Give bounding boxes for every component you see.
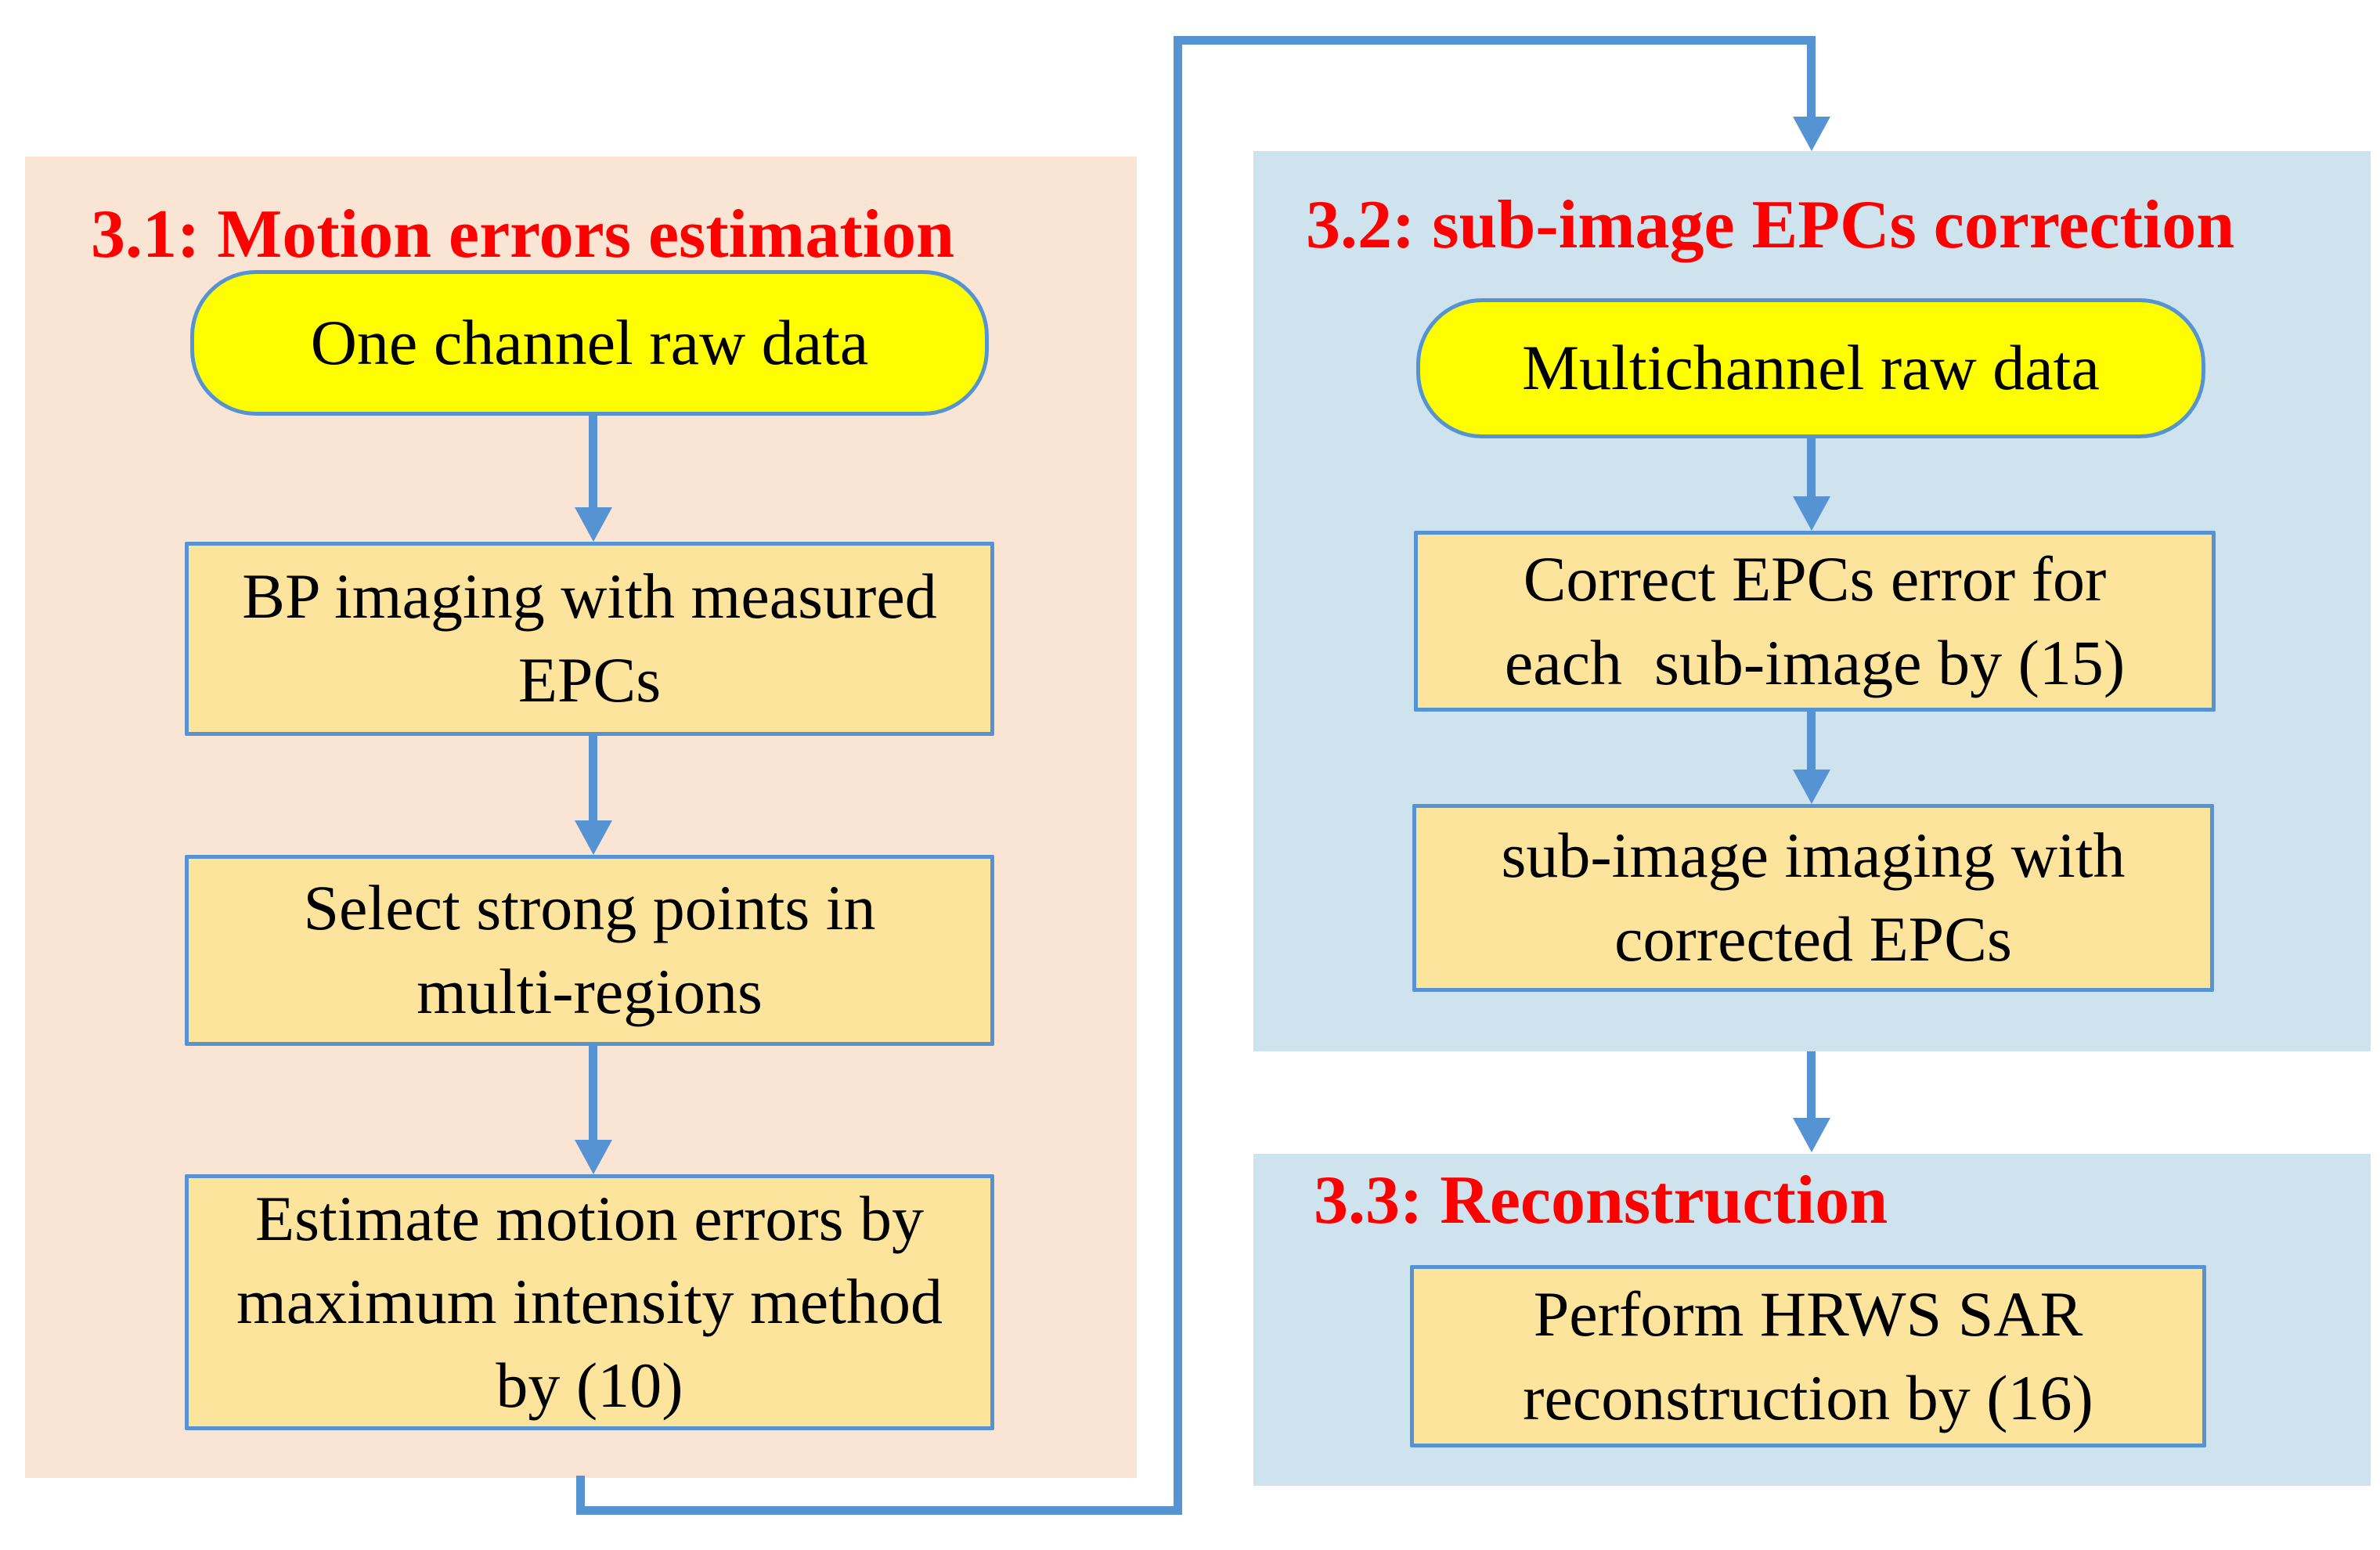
arrow-select-to-estimate-head-icon: [575, 1140, 612, 1174]
node-multichannel-raw-data: Multichannel raw data: [1416, 298, 2205, 438]
node-one-channel-raw-data: One channel raw data: [190, 270, 989, 416]
node-bp-imaging-label: BP imaging with measured EPCs: [242, 561, 937, 716]
arrow-correct-to-subimage-head-icon: [1793, 770, 1830, 804]
arrow-onechannel-to-bp-shaft: [589, 414, 597, 510]
arrow-onechannel-to-bp-head-icon: [575, 507, 612, 542]
loop-connector-entry-shaft: [1807, 39, 1816, 117]
node-estimate-motion-errors-label: Estimate motion errors by maximum intens…: [236, 1182, 943, 1421]
node-select-strong-points: Select strong points in multi-regions: [185, 855, 994, 1046]
arrow-multichannel-to-correct-head-icon: [1793, 496, 1830, 531]
loop-connector-bottom-segment: [576, 1506, 1182, 1515]
node-perform-hrws-reconstruction: Perform HRWS SAR reconstruction by (16): [1410, 1265, 2206, 1447]
arrow-correction-to-reconstruction-head-icon: [1793, 1118, 1830, 1152]
node-estimate-motion-errors: Estimate motion errors by maximum intens…: [185, 1174, 994, 1430]
arrow-bp-to-select-shaft: [589, 736, 597, 822]
loop-connector-rise-segment: [1174, 36, 1182, 1515]
node-bp-imaging: BP imaging with measured EPCs: [185, 542, 994, 736]
arrow-correct-to-subimage-shaft: [1807, 712, 1816, 773]
arrow-select-to-estimate-shaft: [589, 1046, 597, 1141]
section-title-correction: 3.2: sub-image EPCs correction: [1306, 187, 2235, 263]
arrow-bp-to-select-head-icon: [575, 820, 612, 855]
loop-connector-top-segment: [1174, 36, 1816, 45]
section-title-motion: 3.1: Motion errors estimation: [91, 196, 955, 272]
node-correct-epcs-error-label: Correct EPCs error for each sub-image by…: [1504, 542, 2126, 698]
node-correct-epcs-error: Correct EPCs error for each sub-image by…: [1414, 531, 2216, 712]
loop-connector-entry-head-icon: [1793, 117, 1830, 151]
node-select-strong-points-label: Select strong points in multi-regions: [303, 872, 876, 1027]
node-one-channel-raw-data-label: One channel raw data: [310, 306, 869, 378]
node-perform-hrws-reconstruction-label: Perform HRWS SAR reconstruction by (16): [1523, 1278, 2093, 1433]
arrow-multichannel-to-correct-shaft: [1807, 438, 1816, 499]
arrow-correction-to-reconstruction-shaft: [1807, 1051, 1816, 1119]
loop-connector-left-stub: [576, 1476, 585, 1515]
node-subimage-imaging: sub-image imaging with corrected EPCs: [1412, 804, 2214, 992]
node-subimage-imaging-label: sub-image imaging with corrected EPCs: [1501, 820, 2126, 975]
node-multichannel-raw-data-label: Multichannel raw data: [1522, 332, 2100, 404]
section-title-reconstruction: 3.3: Reconstruction: [1314, 1162, 1888, 1238]
